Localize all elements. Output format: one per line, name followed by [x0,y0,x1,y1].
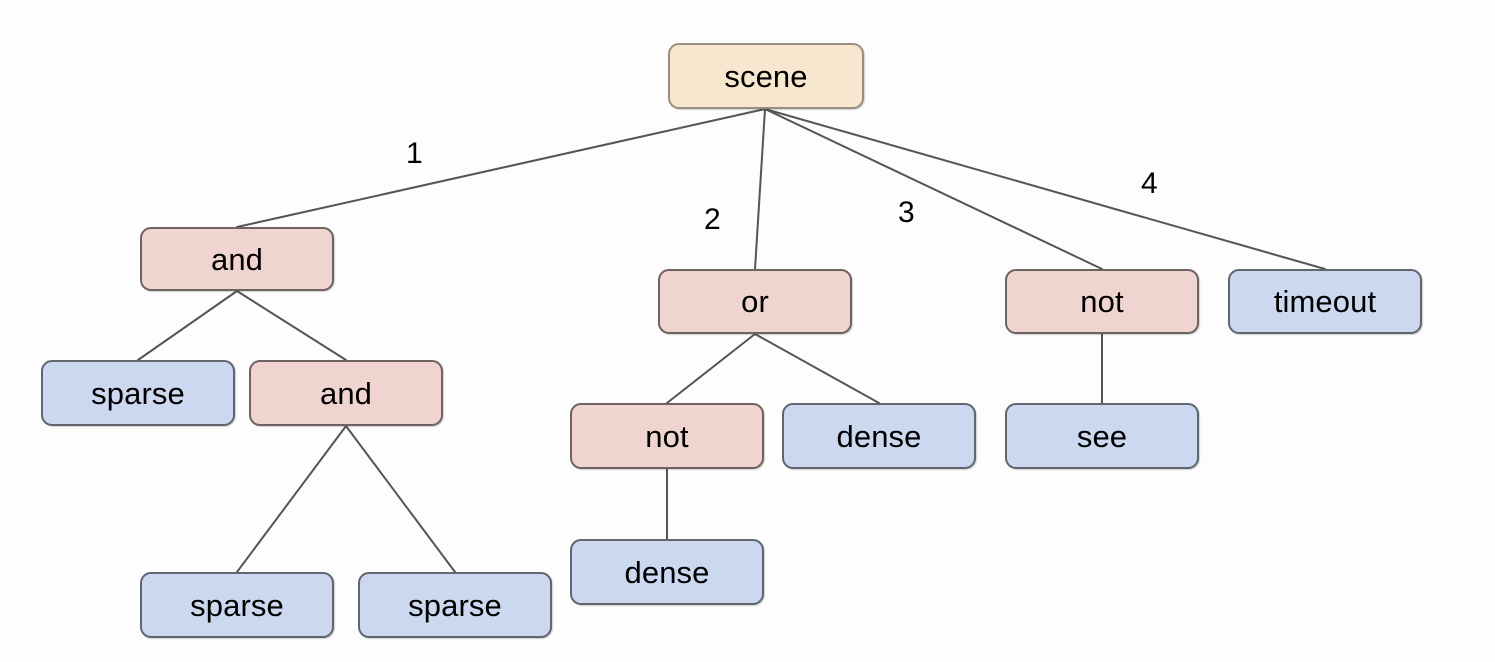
tree-node-label: dense [624,554,710,590]
tree-node-label: sparse [408,587,502,623]
edge-label-4: 4 [1141,167,1158,200]
tree-node-label: and [210,241,264,277]
tree-node-label: not [645,418,689,454]
tree-edge [236,290,347,361]
tree-node-label: sparse [190,587,284,623]
tree-node-or1[interactable]: or [658,269,852,334]
tree-node-sparse3[interactable]: sparse [358,572,552,638]
edge-label-2: 2 [704,203,721,236]
tree-edge [236,425,347,573]
tree-node-label: or [741,284,769,319]
tree-node-label: dense [836,418,922,454]
tree-edge [754,108,766,270]
tree-edge [236,108,766,228]
tree-edge [666,333,756,404]
tree-node-label: sparse [91,375,185,411]
edge-label-3: 3 [898,196,915,229]
tree-node-label: see [1076,418,1128,454]
tree-node-not2[interactable]: not [1005,269,1199,334]
tree-node-label: scene [724,58,808,94]
tree-edge [754,333,880,404]
tree-node-scene[interactable]: scene [668,43,864,109]
tree-node-dense1[interactable]: dense [782,403,976,469]
tree-node-timeout1[interactable]: timeout [1228,269,1422,334]
edge-label-1: 1 [406,137,423,170]
tree-node-and1[interactable]: and [140,227,334,291]
tree-node-label: timeout [1273,284,1377,319]
tree-node-label: not [1080,284,1124,319]
tree-node-dense2[interactable]: dense [570,539,764,605]
tree-node-and2[interactable]: and [249,360,443,426]
tree-edge [137,290,238,361]
tree-node-label: and [319,375,373,411]
edge-group [137,108,1326,573]
tree-edge [764,108,1326,270]
tree-node-sparse2[interactable]: sparse [140,572,334,638]
tree-edge [345,425,456,573]
tree-node-not1[interactable]: not [570,403,764,469]
tree-node-sparse1[interactable]: sparse [41,360,235,426]
tree-edge [764,108,1103,270]
tree-node-see1[interactable]: see [1005,403,1199,469]
